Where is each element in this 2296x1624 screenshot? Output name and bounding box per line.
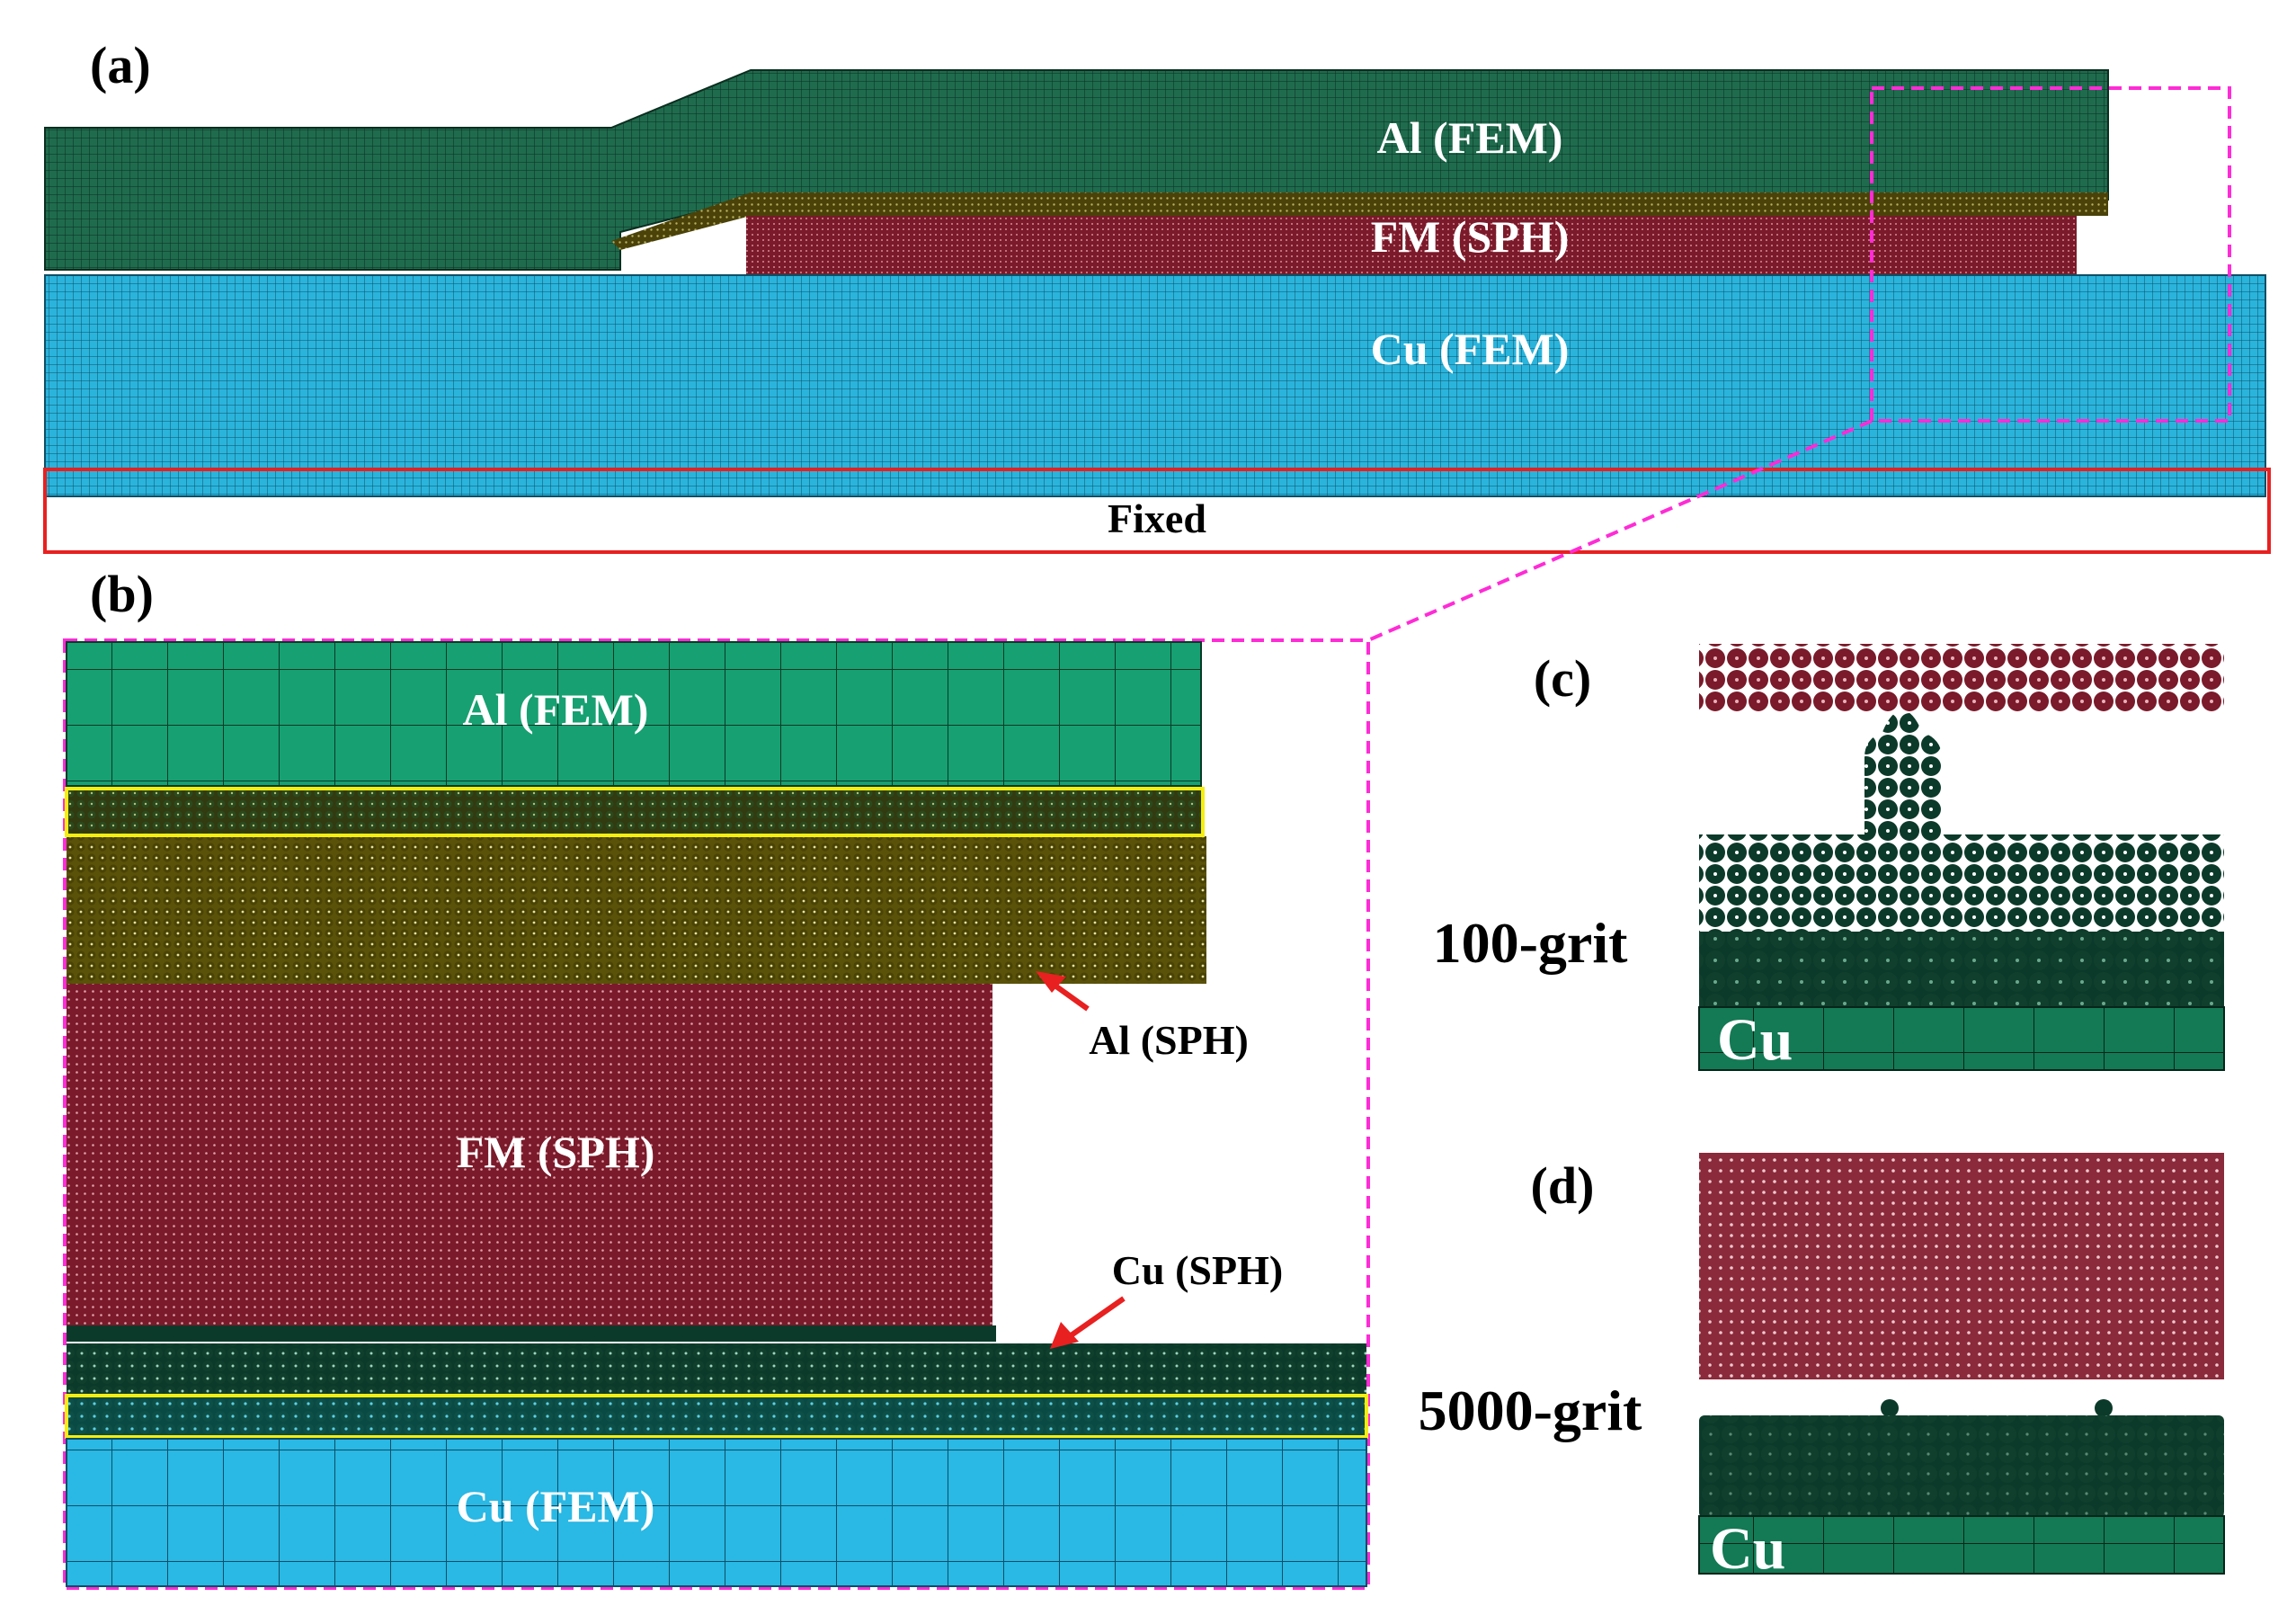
- panel-a-fm-sph: [746, 216, 2077, 277]
- panel-b-top-interface-box: [65, 787, 1205, 837]
- cu-sph-arrowhead: [1050, 1322, 1079, 1349]
- panel-d: (d) 5000-grit Cu: [1419, 1153, 2225, 1582]
- panel-c-asperity: [1864, 710, 1942, 838]
- panel-b-fm-sph: [67, 984, 992, 1325]
- panel-c-cu-label: Cu: [1717, 1007, 1793, 1073]
- panel-b-cu-sph: [67, 1343, 1366, 1394]
- panel-b-al-fem-label: Al (FEM): [463, 684, 649, 735]
- panel-d-surface-bump: [2095, 1399, 2113, 1417]
- panel-a-al-sph-layer: [611, 192, 2108, 250]
- panel-a: (a) Al (FEM) FM (SPH) Cu (FEM) Fixed: [43, 36, 2271, 554]
- panel-d-grit-label: 5000-grit: [1419, 1379, 1643, 1442]
- panel-b-al-fem: [66, 641, 1202, 787]
- panel-a-cu-fem-plate: [44, 274, 2266, 497]
- panel-d-cu-fem: [1698, 1515, 2225, 1575]
- panel-c-cu-sph-dense: [1699, 932, 2224, 1007]
- panel-b-fm-label: FM (SPH): [457, 1127, 655, 1177]
- fixed-label: Fixed: [1108, 495, 1206, 541]
- panel-d-surface-bump: [1881, 1399, 1899, 1417]
- panel-b: (b) Al (FEM) FM (SPH) Cu (FEM) Al (SPH): [63, 565, 1370, 1590]
- fixed-boundary-box: [43, 468, 2271, 554]
- panel-c-cu-fem: [1698, 1006, 2225, 1071]
- panel-d-fm-particles: [1699, 1153, 2224, 1379]
- panel-b-al-sph-interface: [67, 790, 1201, 836]
- panel-b-label: (b): [90, 565, 154, 623]
- zoom-connector-line: [1367, 419, 1873, 642]
- zoom-region-box: [1870, 86, 2231, 423]
- panel-b-bottom-interface-box: [65, 1394, 1368, 1439]
- panel-b-cu-sph-label: Cu (SPH): [1112, 1247, 1283, 1293]
- panel-b-al-sph: [67, 836, 1206, 984]
- panel-b-cu-fem-label: Cu (FEM): [457, 1481, 655, 1531]
- panel-c-cu-sph-particles: [1699, 834, 2224, 933]
- panel-b-cu-sph-top-row: [67, 1325, 996, 1342]
- panel-d-label: (d): [1531, 1156, 1595, 1215]
- panel-c: (c) 100-grit Cu: [1433, 644, 2225, 1073]
- panel-d-cu-label: Cu: [1710, 1516, 1785, 1582]
- panel-a-al-label: Al (FEM): [1377, 112, 1563, 163]
- panel-a-fm-label: FM (SPH): [1371, 211, 1570, 262]
- panel-b-al-sph-label: Al (SPH): [1089, 1017, 1249, 1063]
- panel-a-label: (a): [90, 36, 151, 94]
- panel-b-cu-sph-interface: [67, 1396, 1366, 1437]
- panel-b-cu-fem: [66, 1438, 1367, 1587]
- al-sph-arrowhead: [1036, 971, 1066, 993]
- panel-c-label: (c): [1534, 649, 1591, 708]
- panel-d-cu-sph: [1699, 1415, 2224, 1518]
- panel-c-grit-label: 100-grit: [1433, 911, 1629, 975]
- panel-c-fm-particles: [1699, 644, 2224, 712]
- cu-sph-arrow: [1068, 1296, 1126, 1339]
- panel-a-cu-label: Cu (FEM): [1371, 324, 1570, 374]
